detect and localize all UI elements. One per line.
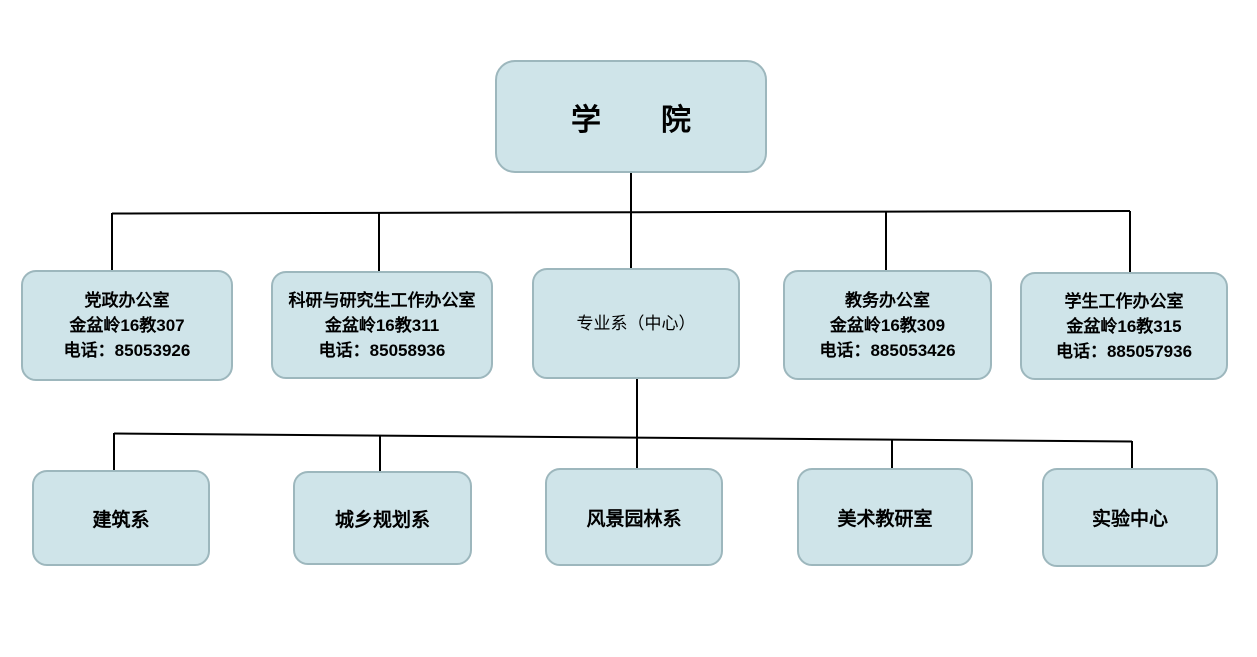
node-label: 实验中心: [1091, 509, 1168, 530]
node-label: 风景园林系: [586, 508, 682, 530]
node-college-root: 学 院: [495, 60, 767, 173]
node-location: 金盆岭16教315: [1066, 316, 1182, 336]
node-location: 金盆岭16教307: [69, 316, 185, 335]
node-architecture-dept: 建筑系: [32, 470, 210, 566]
node-label: 建筑系: [92, 509, 150, 531]
node-academic-affairs-office: 教务办公室 金盆岭16教309 电话：885053426: [783, 270, 992, 380]
node-phone: 电话：885057936: [1055, 341, 1193, 361]
node-location: 金盆岭16教309: [829, 315, 946, 335]
node-art-teaching-research-office: 美术教研室: [797, 468, 973, 566]
node-title: 学生工作办公室: [1064, 291, 1184, 311]
node-party-admin-office: 党政办公室 金盆岭16教307 电话：85053926: [21, 270, 233, 381]
node-title: 科研与研究生工作办公室: [288, 290, 476, 310]
node-landscape-architecture-dept: 风景园林系: [545, 468, 723, 566]
node-title: 教务办公室: [845, 290, 930, 310]
node-label: 美术教研室: [837, 508, 933, 530]
node-title: 党政办公室: [84, 291, 170, 310]
node-professional-depts-center: 专业系（中心）: [532, 268, 740, 379]
node-research-grad-office: 科研与研究生工作办公室 金盆岭16教311 电话：85058936: [271, 271, 493, 379]
node-experiment-center: 实验中心: [1042, 468, 1218, 567]
node-student-affairs-office: 学生工作办公室 金盆岭16教315 电话：885057936: [1020, 272, 1228, 380]
node-label: 学 院: [571, 103, 691, 137]
node-title: 专业系（中心）: [576, 314, 696, 333]
node-phone: 电话：85053926: [63, 341, 191, 360]
node-label: 城乡规划系: [334, 509, 430, 531]
node-phone: 电话：885053426: [819, 340, 956, 360]
node-phone: 电话：85058936: [318, 340, 446, 360]
node-urban-rural-planning-dept: 城乡规划系: [293, 471, 472, 565]
node-location: 金盆岭16教311: [324, 315, 440, 335]
